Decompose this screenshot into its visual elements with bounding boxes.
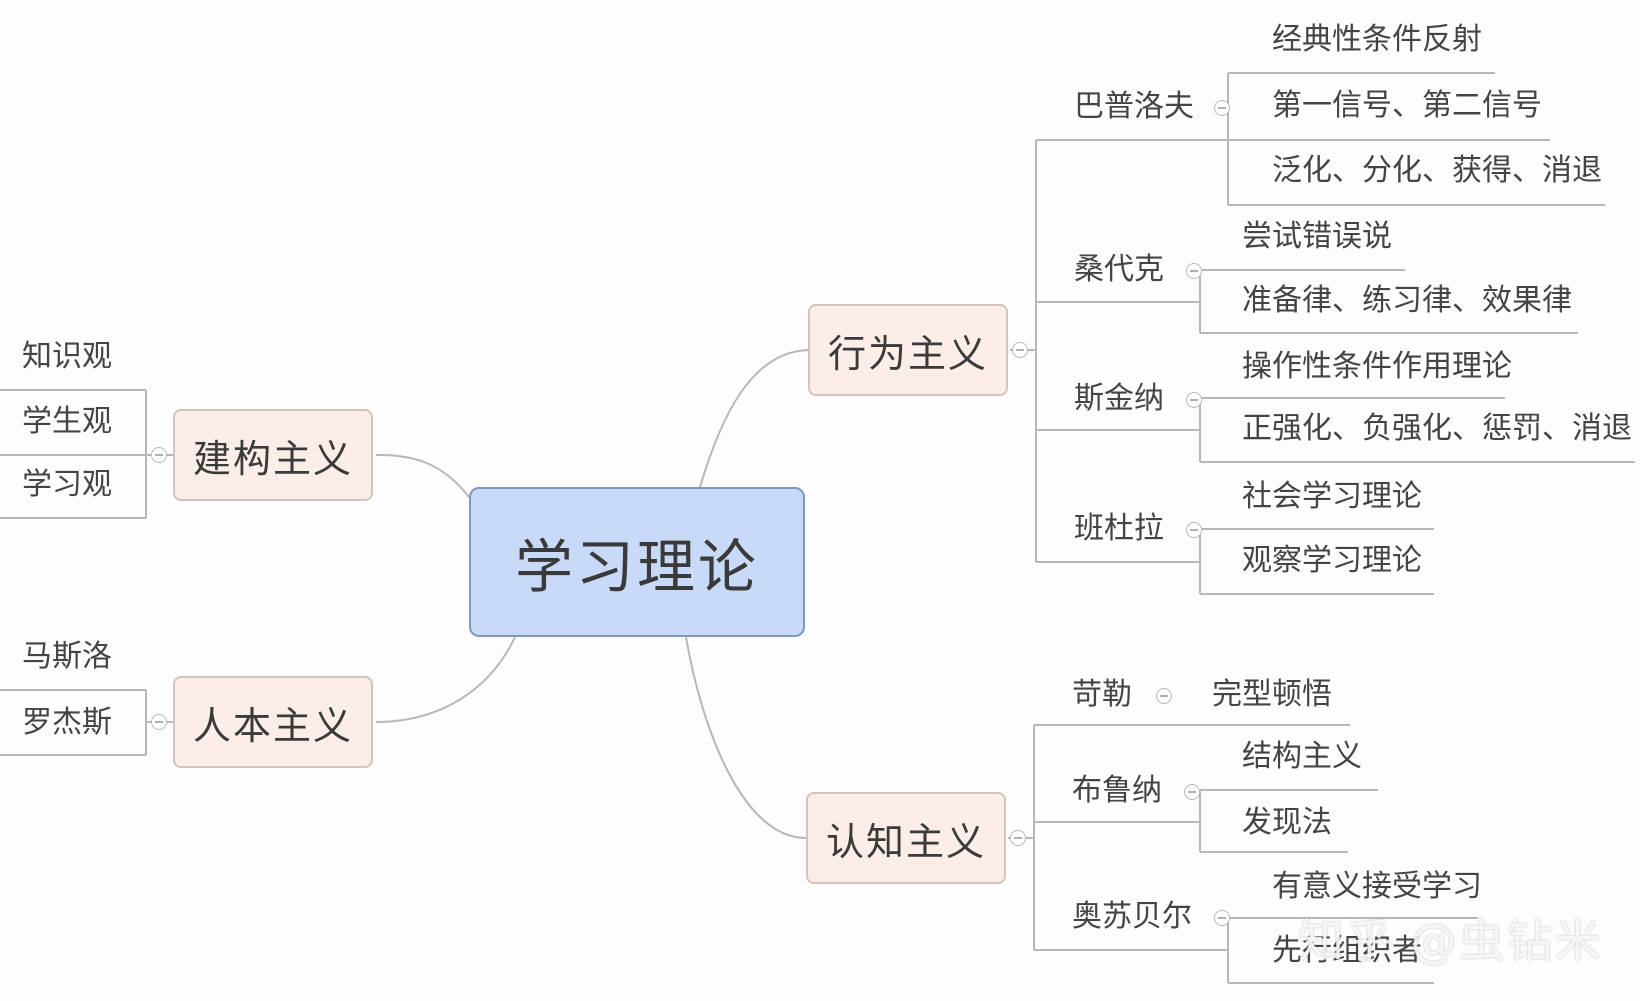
- leaf-social-learning[interactable]: 社会学习理论: [1242, 479, 1422, 514]
- subtopic-bandura[interactable]: 班杜拉: [1074, 511, 1164, 546]
- leaf-learning-view[interactable]: 学习观: [22, 467, 112, 502]
- collapse-toggle-skinner[interactable]: [1186, 392, 1202, 408]
- collapse-toggle-cognitivism[interactable]: [1010, 830, 1026, 846]
- leaf-discovery-method[interactable]: 发现法: [1242, 805, 1332, 840]
- leaf-operant-conditioning[interactable]: 操作性条件作用理论: [1242, 349, 1512, 384]
- leaf-meaningful-reception[interactable]: 有意义接受学习: [1272, 869, 1482, 904]
- root-topic[interactable]: 学习理论: [469, 487, 805, 637]
- leaf-laws[interactable]: 准备律、练习律、效果律: [1242, 283, 1572, 318]
- leaf-signal-systems[interactable]: 第一信号、第二信号: [1272, 88, 1542, 123]
- leaf-advance-organizer[interactable]: 先行组织者: [1272, 933, 1422, 968]
- collapse-toggle-thorndike[interactable]: [1186, 263, 1202, 279]
- subtopic-thorndike[interactable]: 桑代克: [1074, 252, 1164, 287]
- subtopic-ausubel[interactable]: 奥苏贝尔: [1072, 899, 1192, 934]
- leaf-trial-and-error[interactable]: 尝试错误说: [1242, 219, 1392, 254]
- leaf-insight[interactable]: 完型顿悟: [1212, 677, 1332, 712]
- subtopic-bruner[interactable]: 布鲁纳: [1072, 773, 1162, 808]
- leaf-rogers[interactable]: 罗杰斯: [22, 705, 112, 740]
- main-topic-cognitivism[interactable]: 认知主义: [806, 792, 1006, 884]
- collapse-toggle-behaviorism[interactable]: [1012, 342, 1028, 358]
- subtopic-kohler[interactable]: 苛勒: [1072, 677, 1132, 712]
- collapse-toggle-humanism[interactable]: [151, 714, 167, 730]
- leaf-reinforcement[interactable]: 正强化、负强化、惩罚、消退: [1242, 411, 1632, 446]
- collapse-toggle-pavlov[interactable]: [1214, 100, 1230, 116]
- main-topic-constructivism[interactable]: 建构主义: [173, 409, 373, 501]
- leaf-observational-learning[interactable]: 观察学习理论: [1242, 543, 1422, 578]
- collapse-toggle-bandura[interactable]: [1186, 522, 1202, 538]
- leaf-knowledge-view[interactable]: 知识观: [22, 339, 112, 374]
- collapse-toggle-constructivism[interactable]: [151, 447, 167, 463]
- leaf-structuralism[interactable]: 结构主义: [1242, 739, 1362, 774]
- leaf-generalization[interactable]: 泛化、分化、获得、消退: [1272, 153, 1602, 188]
- leaf-maslow[interactable]: 马斯洛: [22, 639, 112, 674]
- subtopic-skinner[interactable]: 斯金纳: [1074, 381, 1164, 416]
- collapse-toggle-ausubel[interactable]: [1214, 910, 1230, 926]
- main-topic-behaviorism[interactable]: 行为主义: [808, 304, 1008, 396]
- leaf-classical-conditioning[interactable]: 经典性条件反射: [1272, 22, 1482, 57]
- subtopic-pavlov[interactable]: 巴普洛夫: [1074, 89, 1194, 124]
- main-topic-humanism[interactable]: 人本主义: [173, 676, 373, 768]
- collapse-toggle-bruner[interactable]: [1184, 784, 1200, 800]
- collapse-toggle-kohler[interactable]: [1156, 688, 1172, 704]
- watermark: 知乎 @虫钻米: [1298, 914, 1603, 968]
- leaf-student-view[interactable]: 学生观: [22, 404, 112, 439]
